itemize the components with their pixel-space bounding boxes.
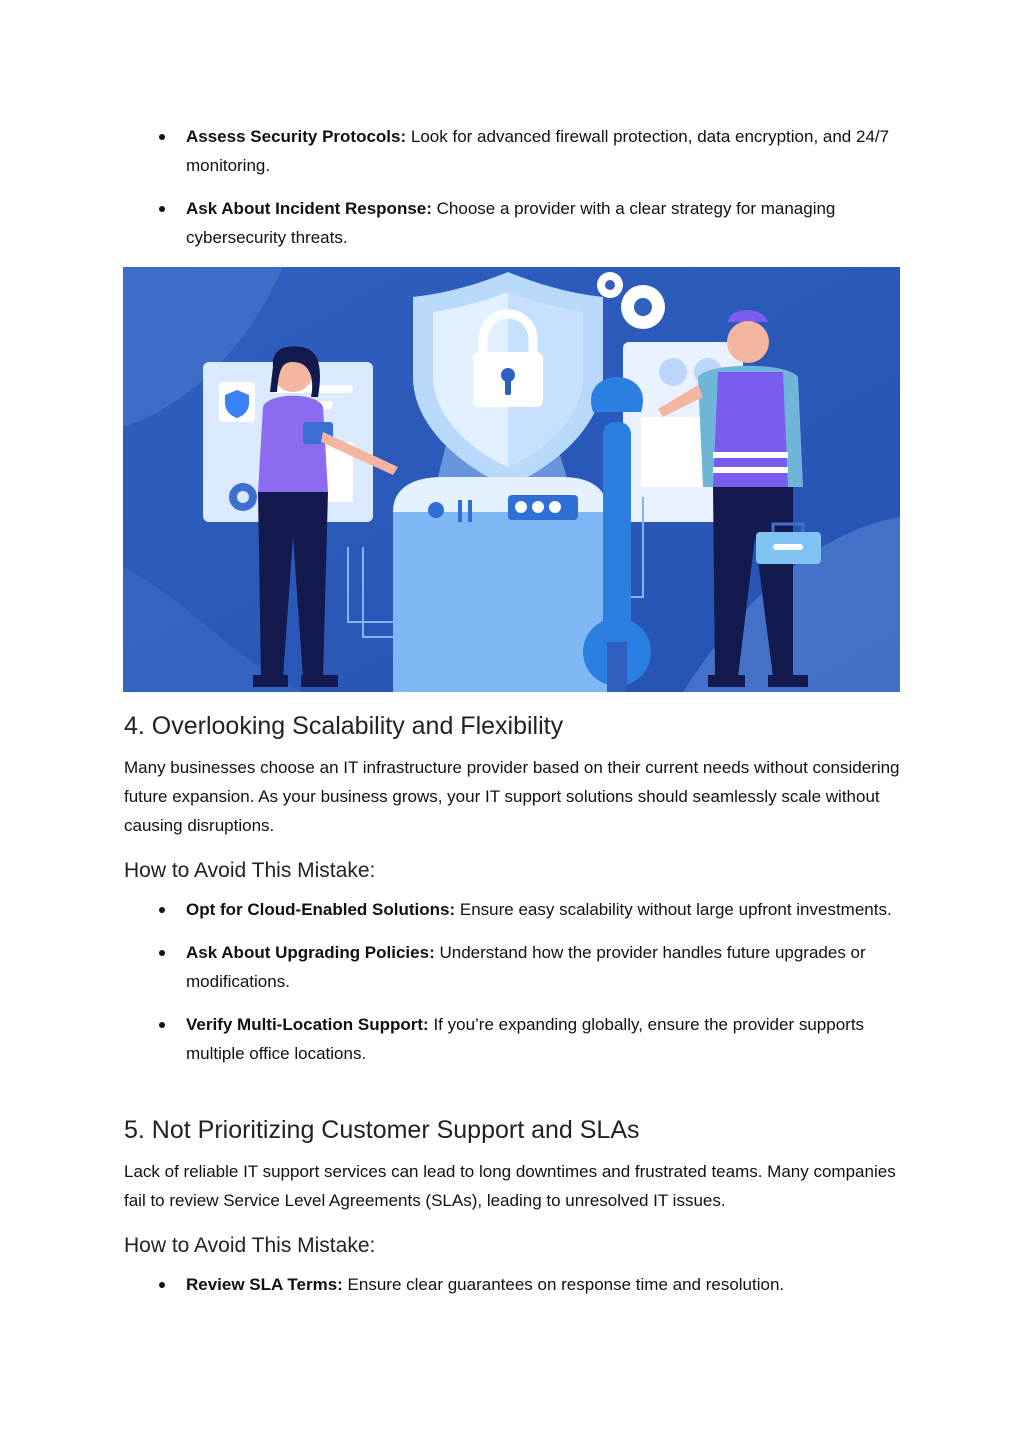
section-4: 4. Overlooking Scalability and Flexibili… (124, 710, 904, 742)
list-item: Verify Multi-Location Support: If you’re… (124, 1010, 904, 1068)
bullet-list: Review SLA Terms: Ensure clear guarantee… (124, 1270, 904, 1299)
subsection-heading: How to Avoid This Mistake: (124, 1234, 376, 1257)
section-heading: 5. Not Prioritizing Customer Support and… (124, 1116, 640, 1144)
gear-icon (597, 272, 665, 329)
section-4-body: Many businesses choose an IT infrastruct… (124, 753, 904, 840)
subsection-heading: How to Avoid This Mistake: (124, 859, 376, 882)
cybersecurity-illustration (123, 267, 900, 692)
gear-icon (229, 483, 257, 511)
section-4-bullets: Opt for Cloud-Enabled Solutions: Ensure … (124, 895, 904, 1068)
wrench-icon (583, 377, 651, 692)
section-4-subheading-block: How to Avoid This Mistake: (124, 857, 904, 885)
section-paragraph: Many businesses choose an IT infrastruct… (124, 758, 900, 835)
list-item: Opt for Cloud-Enabled Solutions: Ensure … (124, 895, 904, 924)
shield-lock-icon (413, 272, 603, 487)
list-item: Ask About Incident Response: Choose a pr… (124, 194, 904, 252)
section-paragraph: Lack of reliable IT support services can… (124, 1162, 896, 1210)
toolbox-icon (756, 522, 821, 564)
server-console (393, 477, 608, 692)
list-item: Assess Security Protocols: Look for adva… (124, 122, 904, 180)
intro-bullets-block: Assess Security Protocols: Look for adva… (124, 122, 904, 252)
list-item: Review SLA Terms: Ensure clear guarantee… (124, 1270, 904, 1299)
intro-bullet-list: Assess Security Protocols: Look for adva… (124, 122, 904, 252)
section-5-bullets: Review SLA Terms: Ensure clear guarantee… (124, 1270, 904, 1299)
bullet-list: Opt for Cloud-Enabled Solutions: Ensure … (124, 895, 904, 1068)
section-5-body: Lack of reliable IT support services can… (124, 1157, 904, 1215)
section-5: 5. Not Prioritizing Customer Support and… (124, 1114, 904, 1146)
section-heading: 4. Overlooking Scalability and Flexibili… (124, 712, 564, 740)
man-figure (658, 309, 821, 687)
list-item: Ask About Upgrading Policies: Understand… (124, 938, 904, 996)
section-5-subheading-block: How to Avoid This Mistake: (124, 1232, 904, 1260)
woman-figure (253, 346, 398, 687)
